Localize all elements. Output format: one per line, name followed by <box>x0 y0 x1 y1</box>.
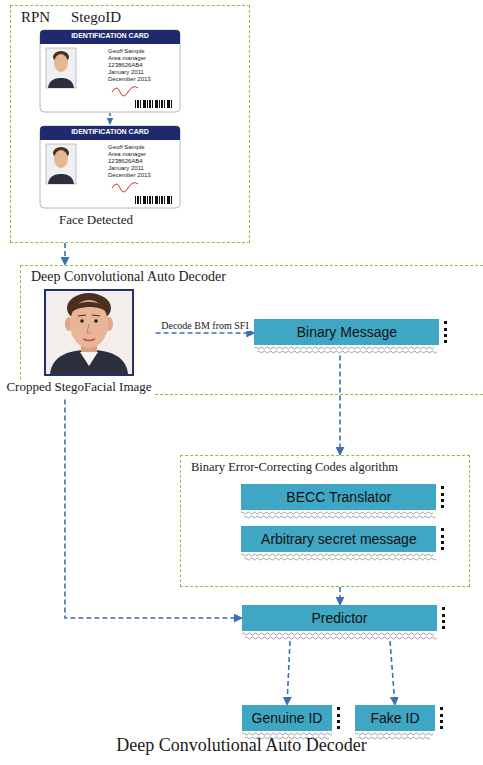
card-header <box>40 126 180 140</box>
region-label: StegoID <box>71 9 121 26</box>
face-brows <box>78 315 100 316</box>
box-fill: Binary Message <box>254 319 439 345</box>
edge-marker <box>441 486 444 508</box>
wave-strip <box>355 731 435 741</box>
card-field: January 2011 <box>108 69 144 76</box>
wave-line <box>254 347 437 353</box>
face-collar <box>80 352 98 366</box>
dashed-arrow <box>339 355 341 455</box>
card-field: December 2013 <box>108 172 151 179</box>
card-header <box>40 30 180 44</box>
card-field: Area manager <box>108 151 146 158</box>
edge-marker <box>337 707 340 729</box>
face-shoulders <box>50 350 128 374</box>
box-label: Predictor <box>311 610 367 626</box>
dashed-arrow <box>390 641 395 705</box>
card-field: January 2011 <box>108 165 144 172</box>
card-field: Area manager <box>108 55 146 62</box>
region-title: RPN <box>21 9 50 26</box>
card-signature <box>112 183 138 192</box>
box-label: Fake ID <box>370 710 419 726</box>
face-skin <box>70 300 108 348</box>
wave-line <box>241 512 436 518</box>
face-eye <box>94 319 98 323</box>
card-body <box>40 30 180 112</box>
card-field: 1238626AB4 <box>108 158 143 165</box>
wave-line <box>242 633 437 639</box>
dashed-arrow <box>287 641 290 705</box>
box-fill: Predictor <box>242 605 437 631</box>
face-mouth <box>83 339 95 341</box>
box-fill: Fake ID <box>355 705 435 731</box>
region-box: Binary Error-Correcting Codes algorithmB… <box>180 455 470 587</box>
card-shoulders <box>48 78 74 88</box>
process-box: BECC Translator <box>241 484 436 520</box>
region-title: Deep Convolutional Auto Decoder <box>31 269 226 285</box>
process-box: Predictor <box>242 605 437 641</box>
id-card <box>40 126 180 208</box>
face-fringe <box>70 302 108 313</box>
card-field: Geoff Sample <box>108 48 145 55</box>
card-title: IDENTIFICATION CARD <box>71 128 149 136</box>
wave-strip <box>241 552 436 562</box>
edge-marker <box>442 607 445 629</box>
output-box: Fake ID <box>355 705 435 741</box>
box-label: BECC Translator <box>286 489 391 505</box>
card-face <box>54 150 68 168</box>
edge-marker <box>441 528 444 550</box>
face-eye <box>80 319 84 323</box>
card-field: 1238626AB4 <box>108 62 143 69</box>
card-photo <box>46 48 76 88</box>
card-title: IDENTIFICATION CARD <box>71 32 149 40</box>
card-face <box>54 54 68 72</box>
wave-strip <box>254 345 439 355</box>
card-shoulders <box>48 174 74 184</box>
card-signature <box>112 87 138 96</box>
caption: Deep Convolutional Auto Decoder <box>116 735 366 756</box>
card-body <box>40 126 180 208</box>
dashed-arrow <box>65 399 242 618</box>
edge-label: Decode BM from SFI <box>160 320 250 332</box>
card-arrow <box>109 113 111 124</box>
image-caption: Cropped StegoFacial Image <box>4 380 153 395</box>
region-label: Face Detected <box>59 213 133 228</box>
card-field: Geoff Sample <box>108 144 145 151</box>
wave-strip <box>242 631 437 641</box>
dashed-arrow <box>156 332 255 334</box>
dashed-arrow <box>339 587 341 605</box>
region-box: Deep Convolutional Auto DecoderCropped S… <box>20 265 483 395</box>
card-field: December 2013 <box>108 76 151 83</box>
edge-marker <box>444 321 447 343</box>
card-photo <box>46 144 76 184</box>
face-nose <box>87 324 91 333</box>
face-frame <box>45 290 133 375</box>
wave-line <box>241 554 436 560</box>
face-image <box>45 290 133 375</box>
region-title: Binary Error-Correcting Codes algorithm <box>191 460 398 474</box>
box-fill: Arbitrary secret message <box>241 526 436 552</box>
image-node: Cropped StegoFacial Image <box>4 289 155 399</box>
region-box: RPN StegoID Face Detected <box>10 5 250 243</box>
box-fill: BECC Translator <box>241 484 436 510</box>
card-barcode <box>135 100 172 108</box>
process-box: Binary Message <box>254 319 439 355</box>
process-box: Arbitrary secret message <box>241 526 436 562</box>
box-fill: Genuine ID <box>242 705 332 731</box>
edge-marker <box>440 707 443 729</box>
box-label: Genuine ID <box>252 710 323 726</box>
wave-strip <box>241 510 436 520</box>
box-label: Arbitrary secret message <box>261 531 417 547</box>
dashed-arrow <box>64 243 66 265</box>
box-label: Binary Message <box>297 324 397 340</box>
card-barcode <box>135 196 172 204</box>
id-card <box>40 30 180 112</box>
